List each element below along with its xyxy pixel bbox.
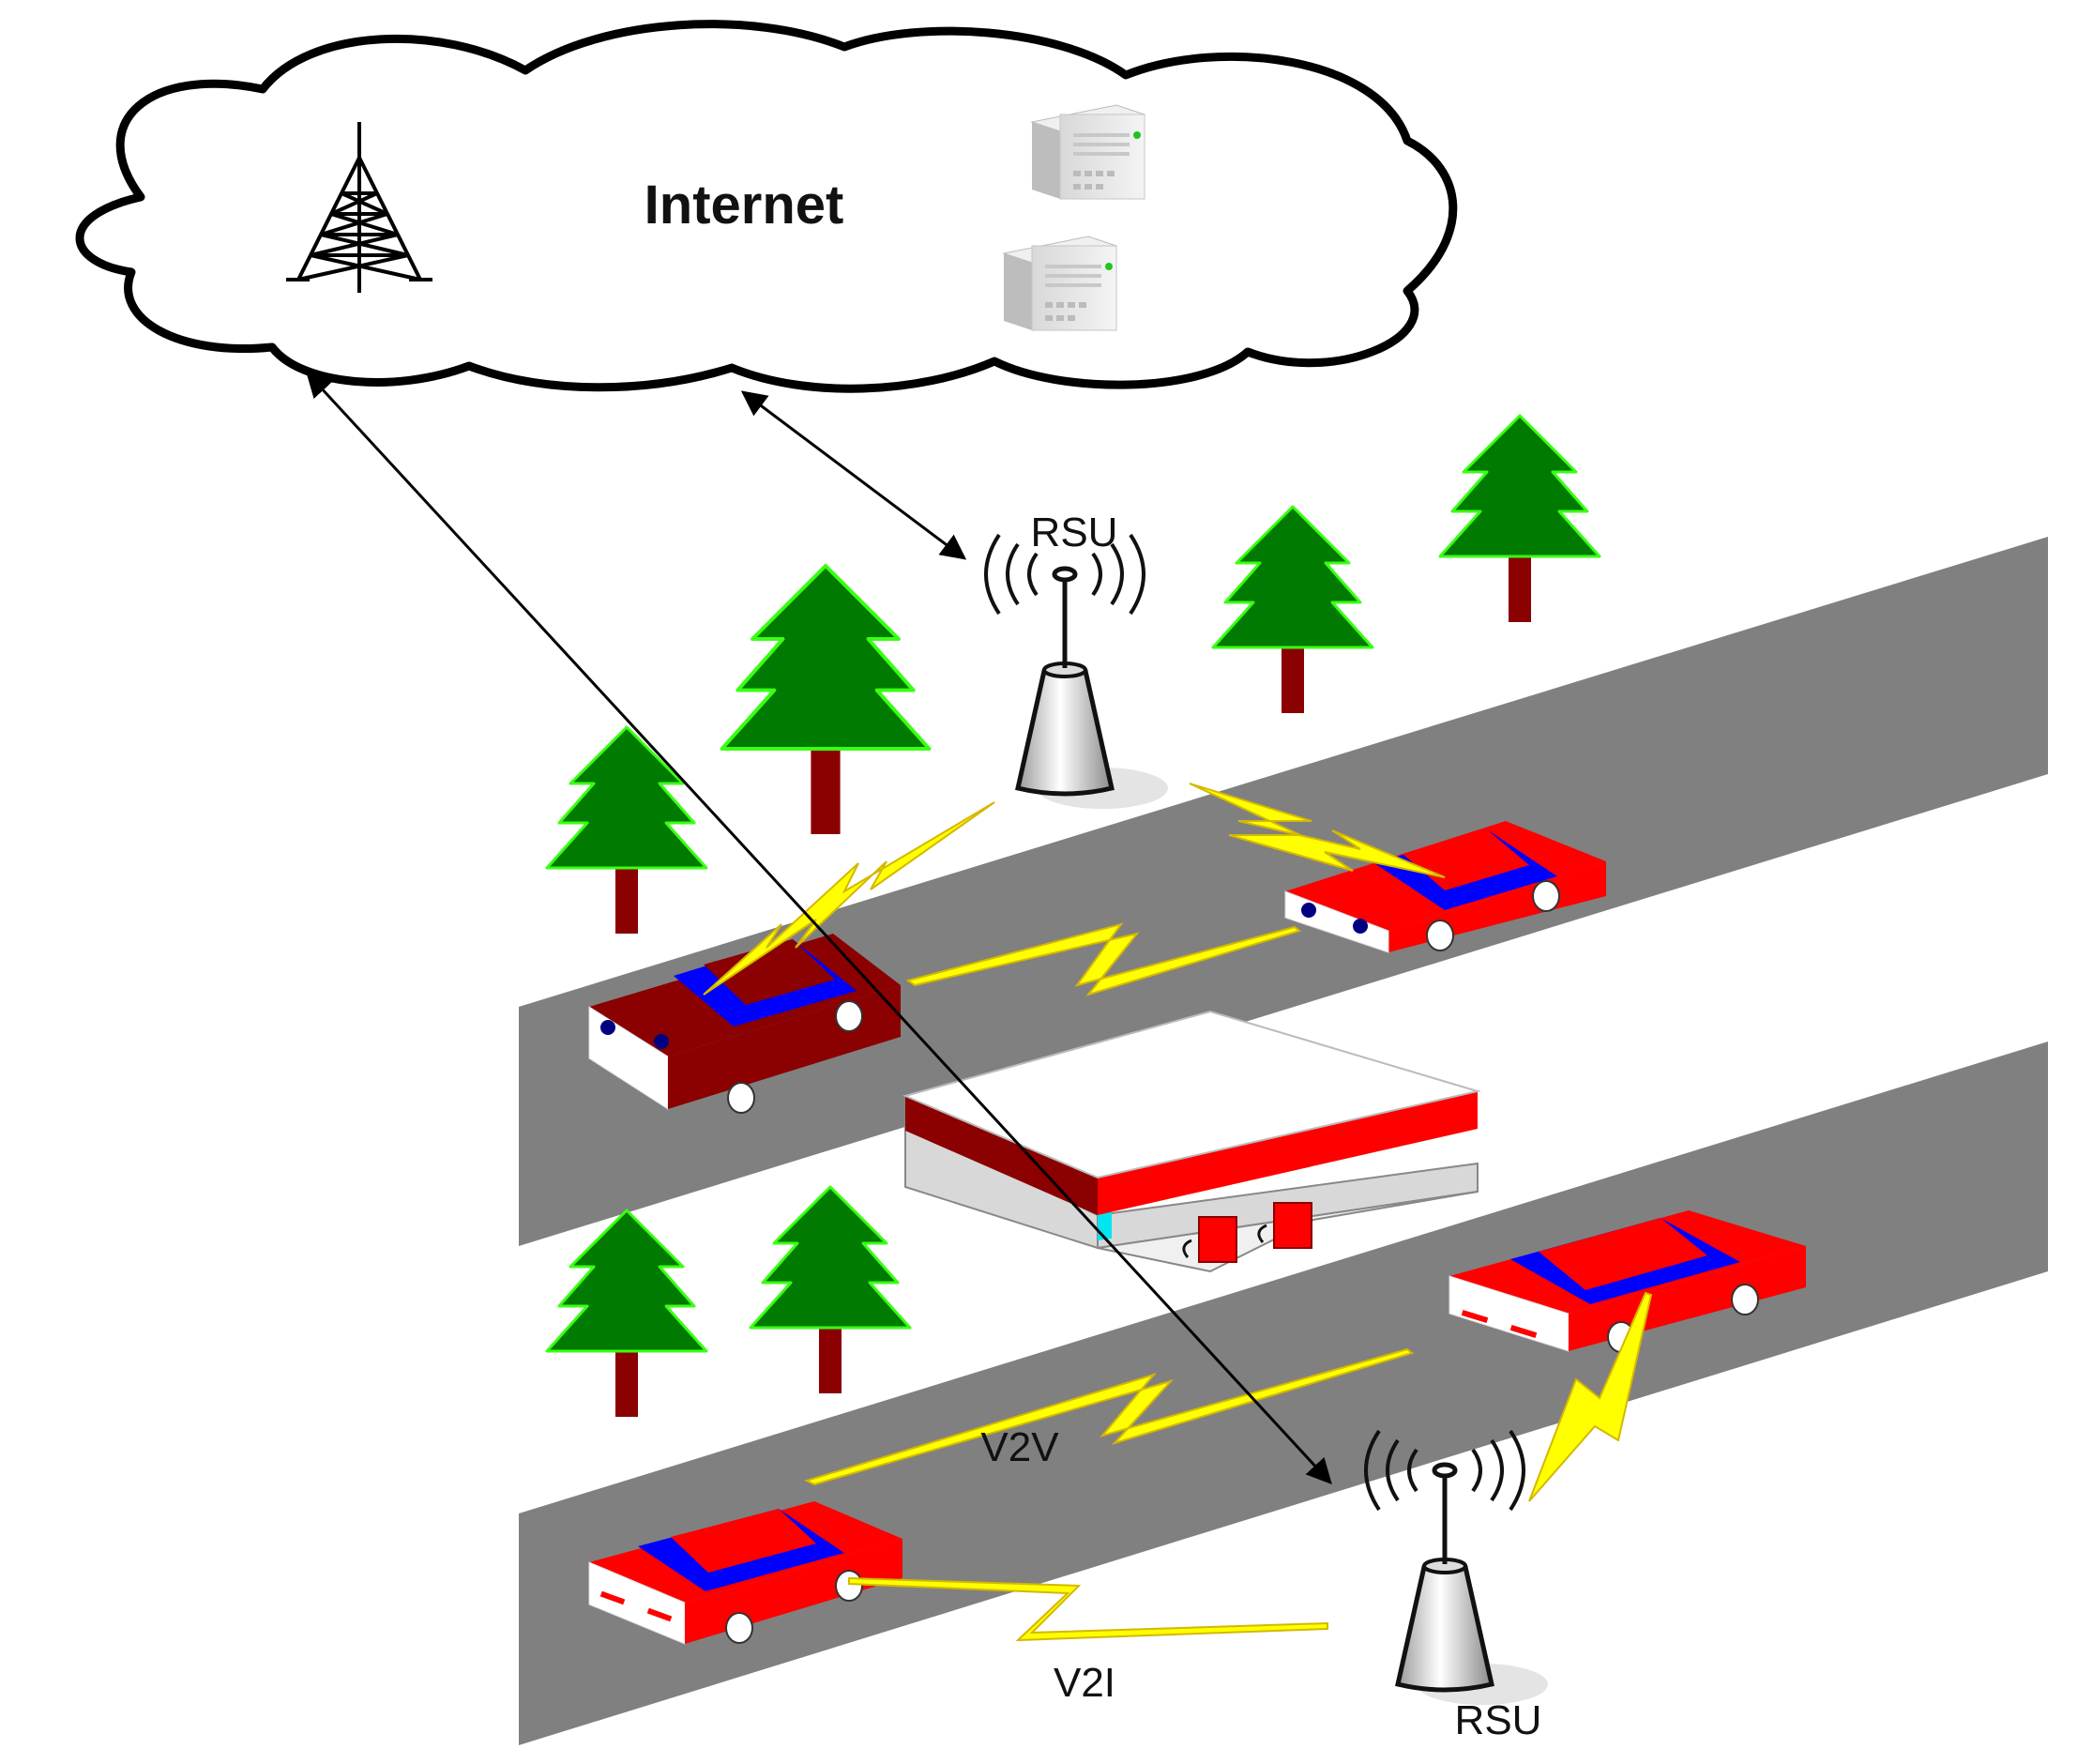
v2i-label: V2I xyxy=(1054,1660,1115,1706)
wireless-link xyxy=(848,1576,1328,1642)
server-icon xyxy=(1003,236,1117,331)
car-icon xyxy=(588,1501,902,1645)
tree-icon xyxy=(720,564,932,836)
rsu-top-label: RSU xyxy=(1031,509,1118,555)
tree-icon xyxy=(545,1209,708,1419)
tree-icon xyxy=(545,725,708,935)
tree-icon xyxy=(749,1185,912,1395)
rsu-antenna-icon xyxy=(986,535,1168,809)
tree-icon xyxy=(1211,505,1374,715)
wireless-link xyxy=(1528,1291,1653,1502)
cell-tower-icon xyxy=(286,122,432,293)
car-icon xyxy=(1284,821,1606,953)
internet-label: Internet xyxy=(645,175,844,236)
internet-to-rsu-top-arrow xyxy=(740,390,967,560)
car-icon xyxy=(1449,1210,1806,1353)
internet-to-rsu-bottom-arrow xyxy=(306,372,1332,1484)
tree-icon xyxy=(1438,414,1601,624)
rsu-bottom-label: RSU xyxy=(1455,1697,1542,1743)
server-icon xyxy=(1031,104,1145,200)
v2v-label: V2V xyxy=(980,1424,1059,1470)
